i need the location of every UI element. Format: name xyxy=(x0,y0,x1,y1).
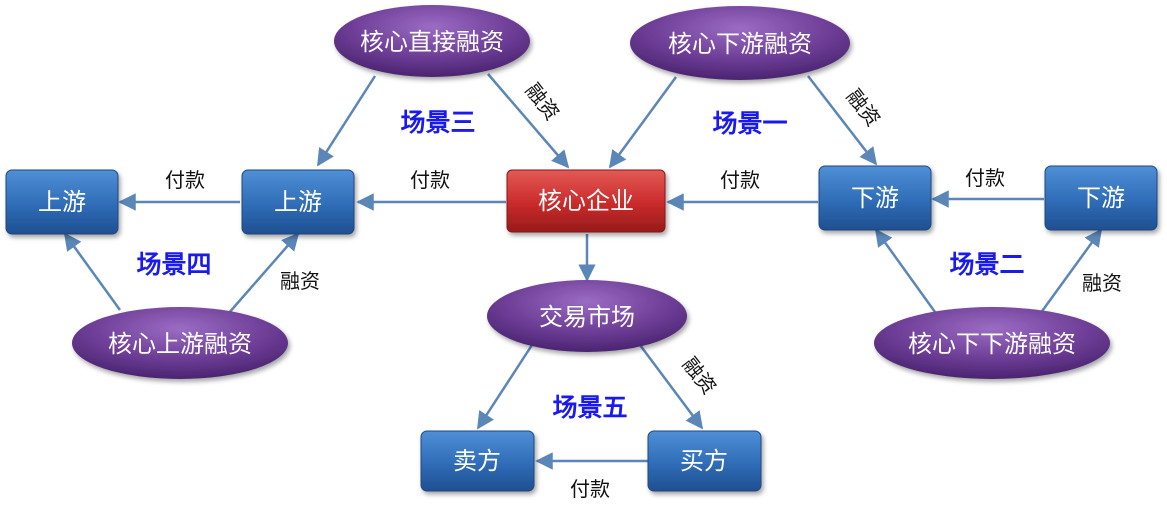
arrows xyxy=(63,73,1103,470)
arrow-up-financing-to-upstream-far xyxy=(63,232,122,311)
edge-label-fin-downdown: 融资 xyxy=(1082,271,1122,295)
node-upstream-far-label: 上游 xyxy=(38,188,86,216)
node-upstream: 上游 xyxy=(241,169,355,235)
node-core-downdown-financing-label: 核心下下游融资 xyxy=(908,330,1076,358)
node-upstream-label: 上游 xyxy=(274,188,322,216)
edge-label-pay-down-far: 付款 xyxy=(965,166,1005,190)
node-core: 核心企业 xyxy=(506,169,666,233)
scene-label-five: 场景五 xyxy=(552,393,627,422)
node-core-direct-financing: 核心直接融资 xyxy=(334,5,530,77)
node-market-label: 交易市场 xyxy=(539,303,635,331)
scene-label-three: 场景三 xyxy=(400,108,475,137)
edge-label-fin-down: 融资 xyxy=(842,85,886,131)
arrow-down-financing-to-core xyxy=(608,76,678,169)
edge-label-fin-market: 融资 xyxy=(678,353,722,399)
node-seller: 卖方 xyxy=(420,430,535,492)
edge-label-pay-up-far: 付款 xyxy=(165,168,205,192)
node-downstream-far: 下游 xyxy=(1044,165,1158,231)
node-upstream-far: 上游 xyxy=(5,169,119,235)
node-core-direct-financing-label: 核心直接融资 xyxy=(360,28,504,56)
arrow-downdown-financing-to-downstream xyxy=(874,228,937,313)
arrow-market-to-seller xyxy=(476,344,534,430)
node-core-label: 核心企业 xyxy=(538,187,634,215)
arrow-downdown-financing-to-downstream-far xyxy=(1038,228,1103,315)
edge-label-fin-up: 融资 xyxy=(280,269,320,293)
node-core-downstream-financing: 核心下游融资 xyxy=(630,6,850,80)
scene-label-one: 场景一 xyxy=(712,109,787,138)
node-core-downdown-financing: 核心下下游融资 xyxy=(874,307,1110,379)
arrow-direct-financing-to-core xyxy=(487,73,570,169)
node-downstream-far-label: 下游 xyxy=(1077,184,1125,212)
edge-label-pay-up: 付款 xyxy=(410,168,450,192)
node-core-upstream-financing: 核心上游融资 xyxy=(72,307,288,379)
node-buyer-label: 买方 xyxy=(680,447,728,475)
edge-label-pay-buyer: 付款 xyxy=(570,477,610,501)
node-buyer: 买方 xyxy=(647,430,762,492)
node-downstream-label: 下游 xyxy=(851,184,899,212)
scene-label-four: 场景四 xyxy=(136,250,211,279)
arrow-market-to-buyer xyxy=(638,344,704,430)
node-seller-label: 卖方 xyxy=(453,447,501,475)
arrow-down-financing-to-downstream xyxy=(807,75,878,166)
node-core-upstream-financing-label: 核心上游融资 xyxy=(108,330,252,358)
node-core-downstream-financing-label: 核心下游融资 xyxy=(668,30,812,58)
arrow-up-financing-to-upstream xyxy=(227,232,300,315)
arrow-direct-financing-to-upstream xyxy=(316,75,377,167)
node-downstream: 下游 xyxy=(818,165,932,231)
node-market: 交易市场 xyxy=(487,280,687,352)
scene-label-two: 场景二 xyxy=(949,250,1024,279)
edge-label-pay-core: 付款 xyxy=(720,168,760,192)
